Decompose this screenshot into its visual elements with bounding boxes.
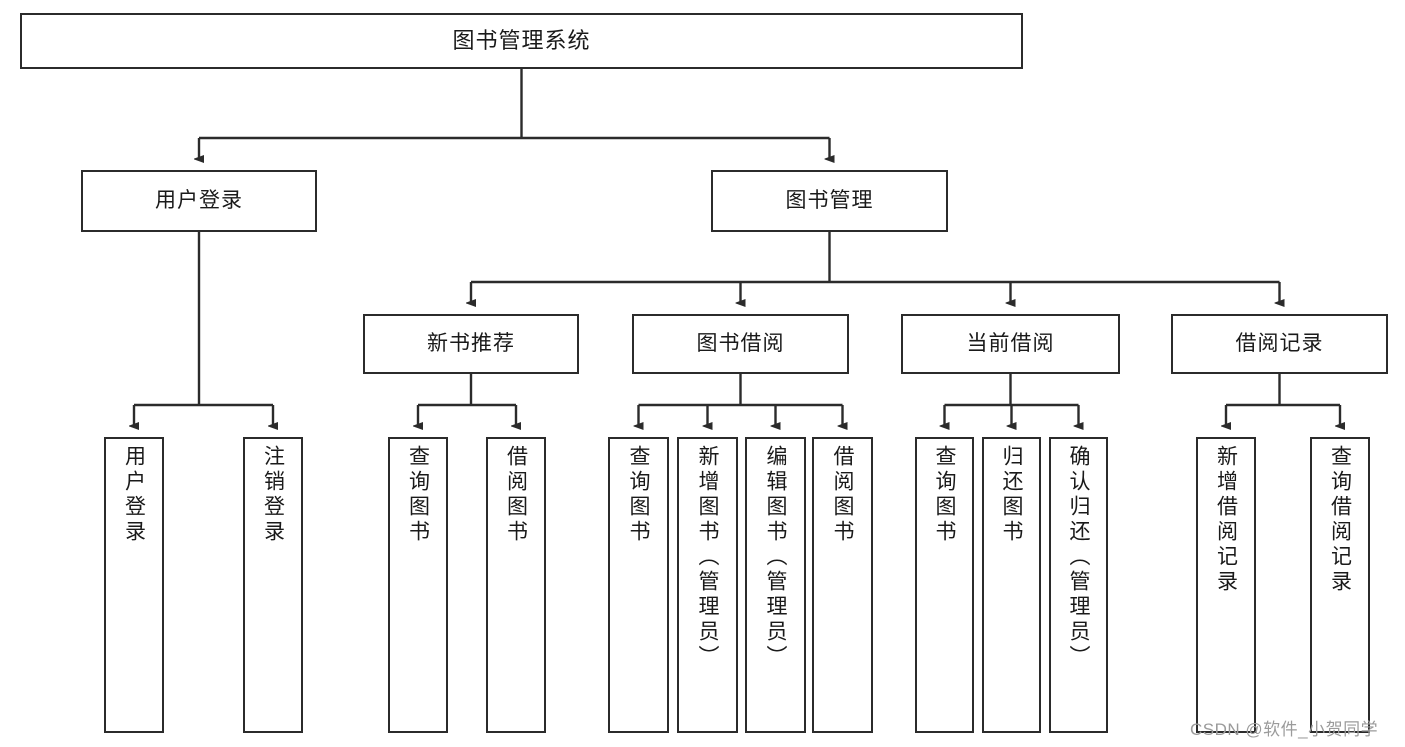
- node-label: 当前借阅: [966, 331, 1055, 355]
- node-label: 注销登录: [261, 445, 285, 545]
- leaf-return-book[interactable]: 归还图书: [982, 437, 1041, 733]
- node-label: 借阅图书: [504, 445, 528, 545]
- node-book-management-module[interactable]: 图书管理: [711, 170, 948, 232]
- leaf-add-borrow-record[interactable]: 新增借阅记录: [1196, 437, 1256, 733]
- node-label: 编辑图书（管理员）: [764, 445, 787, 670]
- node-book-borrow[interactable]: 图书借阅: [632, 314, 849, 374]
- node-label: 查询图书: [933, 445, 956, 545]
- node-label: 查询图书: [627, 445, 650, 545]
- node-new-book-recommend[interactable]: 新书推荐: [363, 314, 579, 374]
- node-label: 借阅图书: [831, 445, 854, 545]
- node-label: 查询图书: [406, 445, 430, 545]
- node-root-system[interactable]: 图书管理系统: [20, 13, 1023, 69]
- node-label: 新增借阅记录: [1214, 445, 1238, 595]
- leaf-borrow-book-recommend[interactable]: 借阅图书: [486, 437, 546, 733]
- leaf-logout[interactable]: 注销登录: [243, 437, 303, 733]
- leaf-query-book-borrow[interactable]: 查询图书: [608, 437, 669, 733]
- node-label: 图书管理: [785, 188, 874, 212]
- leaf-query-book-recommend[interactable]: 查询图书: [388, 437, 448, 733]
- csdn-watermark: CSDN @软件_小贺同学: [1190, 720, 1379, 739]
- leaf-query-borrow-record[interactable]: 查询借阅记录: [1310, 437, 1370, 733]
- node-label: 借阅记录: [1235, 331, 1324, 355]
- node-label: 用户登录: [122, 445, 146, 545]
- leaf-query-book-current[interactable]: 查询图书: [915, 437, 974, 733]
- leaf-edit-book-admin[interactable]: 编辑图书（管理员）: [745, 437, 806, 733]
- leaf-add-book-admin[interactable]: 新增图书（管理员）: [677, 437, 738, 733]
- leaf-user-login[interactable]: 用户登录: [104, 437, 164, 733]
- node-label: 新增图书（管理员）: [696, 445, 719, 670]
- node-label: 图书管理系统: [452, 28, 591, 54]
- node-label: 归还图书: [1000, 445, 1023, 545]
- leaf-confirm-return-admin[interactable]: 确认归还（管理员）: [1049, 437, 1108, 733]
- node-user-login-module[interactable]: 用户登录: [81, 170, 317, 232]
- node-label: 确认归还（管理员）: [1067, 445, 1090, 670]
- node-current-borrow[interactable]: 当前借阅: [901, 314, 1120, 374]
- leaf-borrow-book[interactable]: 借阅图书: [812, 437, 873, 733]
- node-label: 查询借阅记录: [1328, 445, 1352, 595]
- node-label: 新书推荐: [427, 331, 515, 355]
- node-label: 用户登录: [155, 188, 243, 212]
- node-label: 图书借阅: [696, 331, 785, 355]
- node-borrow-record[interactable]: 借阅记录: [1171, 314, 1388, 374]
